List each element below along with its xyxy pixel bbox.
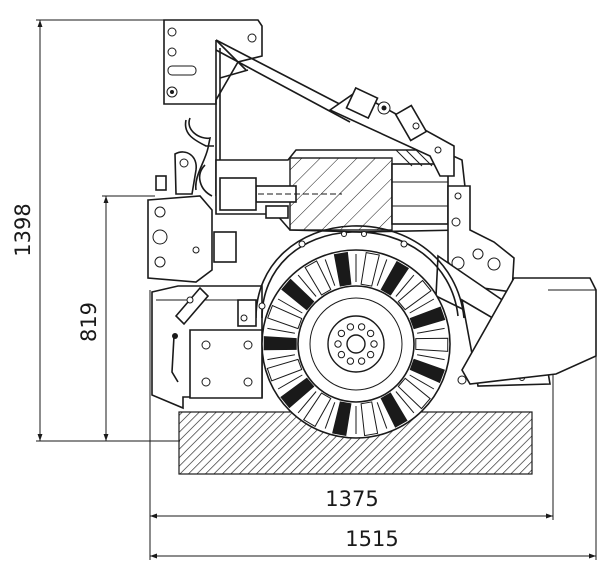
hub-bolt xyxy=(366,350,375,359)
hub-bolt xyxy=(357,357,366,365)
tine-blade xyxy=(360,401,379,437)
tine-edge xyxy=(297,274,317,297)
tine-edge xyxy=(376,402,388,429)
hub-bolt xyxy=(370,340,378,348)
tine-blade xyxy=(415,337,449,352)
hub-bolt xyxy=(334,340,342,348)
tine-edge xyxy=(267,327,295,334)
hydraulic-hoses xyxy=(184,117,214,197)
tine-edge xyxy=(324,402,336,429)
inner-width-label: 1375 xyxy=(325,487,378,511)
hub-bolt xyxy=(337,329,346,338)
tine-blade xyxy=(302,392,332,428)
tine-edge xyxy=(417,354,445,361)
tine-blade xyxy=(280,377,315,409)
tine-edge xyxy=(277,374,303,390)
tine-edge xyxy=(267,354,295,361)
tine-blade xyxy=(409,358,445,384)
tine-edge xyxy=(376,259,388,286)
rear-shield xyxy=(435,254,597,387)
side-housing xyxy=(447,185,515,293)
top-mast xyxy=(163,19,356,196)
hub-bolt xyxy=(337,350,346,359)
rotor-hood xyxy=(255,225,465,319)
tine-blade xyxy=(360,252,380,287)
upper-arm xyxy=(328,86,455,177)
tine-blade xyxy=(333,251,352,287)
rotor-tines xyxy=(261,249,451,439)
tine-blade xyxy=(380,260,410,296)
tine-blade xyxy=(332,401,352,436)
tine-blade xyxy=(263,336,297,351)
tine-blade xyxy=(266,358,303,382)
depth-lever xyxy=(171,231,266,383)
hub-bolt xyxy=(366,329,375,338)
hub-bolt xyxy=(346,357,355,365)
tine-blade xyxy=(380,392,408,428)
hub-bolt xyxy=(346,323,355,331)
tine-edge xyxy=(324,259,336,286)
tine-edge xyxy=(417,327,445,334)
tine-edge xyxy=(277,298,303,314)
hitch-height-label: 819 xyxy=(77,302,101,342)
hub-bolt xyxy=(357,323,366,331)
tine-edge xyxy=(395,391,415,414)
tine-edge xyxy=(409,298,435,314)
tine-edge xyxy=(297,391,317,414)
tine-blade xyxy=(267,304,303,330)
rotary-tiller xyxy=(147,19,597,439)
gearbox xyxy=(215,149,469,233)
tine-blade xyxy=(409,306,446,330)
dimension-lines xyxy=(36,19,597,560)
overall-height-label: 1398 xyxy=(11,203,35,256)
tine-edge xyxy=(395,274,415,297)
tine-blade xyxy=(397,279,432,311)
tine-blade xyxy=(397,377,431,410)
tine-blade xyxy=(281,278,315,311)
tine-edge xyxy=(409,374,435,390)
tine-blade xyxy=(304,260,332,296)
overall-width-label: 1515 xyxy=(345,527,398,551)
